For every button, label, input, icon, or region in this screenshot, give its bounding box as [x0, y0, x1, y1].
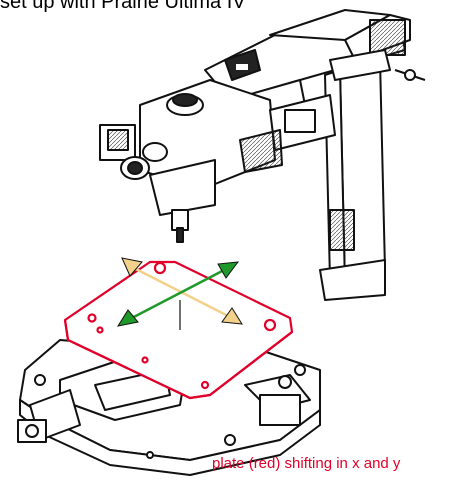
- y-direction-arrow: [116, 261, 240, 327]
- objective-body: [99, 79, 336, 243]
- figure-caption: plate (red) shifting in x and y: [212, 455, 401, 472]
- xy-stage: [17, 339, 321, 476]
- support-column: [319, 49, 426, 301]
- page-title: set up with Prairie Ultima IV: [0, 0, 246, 13]
- sample-plate: [63, 260, 294, 400]
